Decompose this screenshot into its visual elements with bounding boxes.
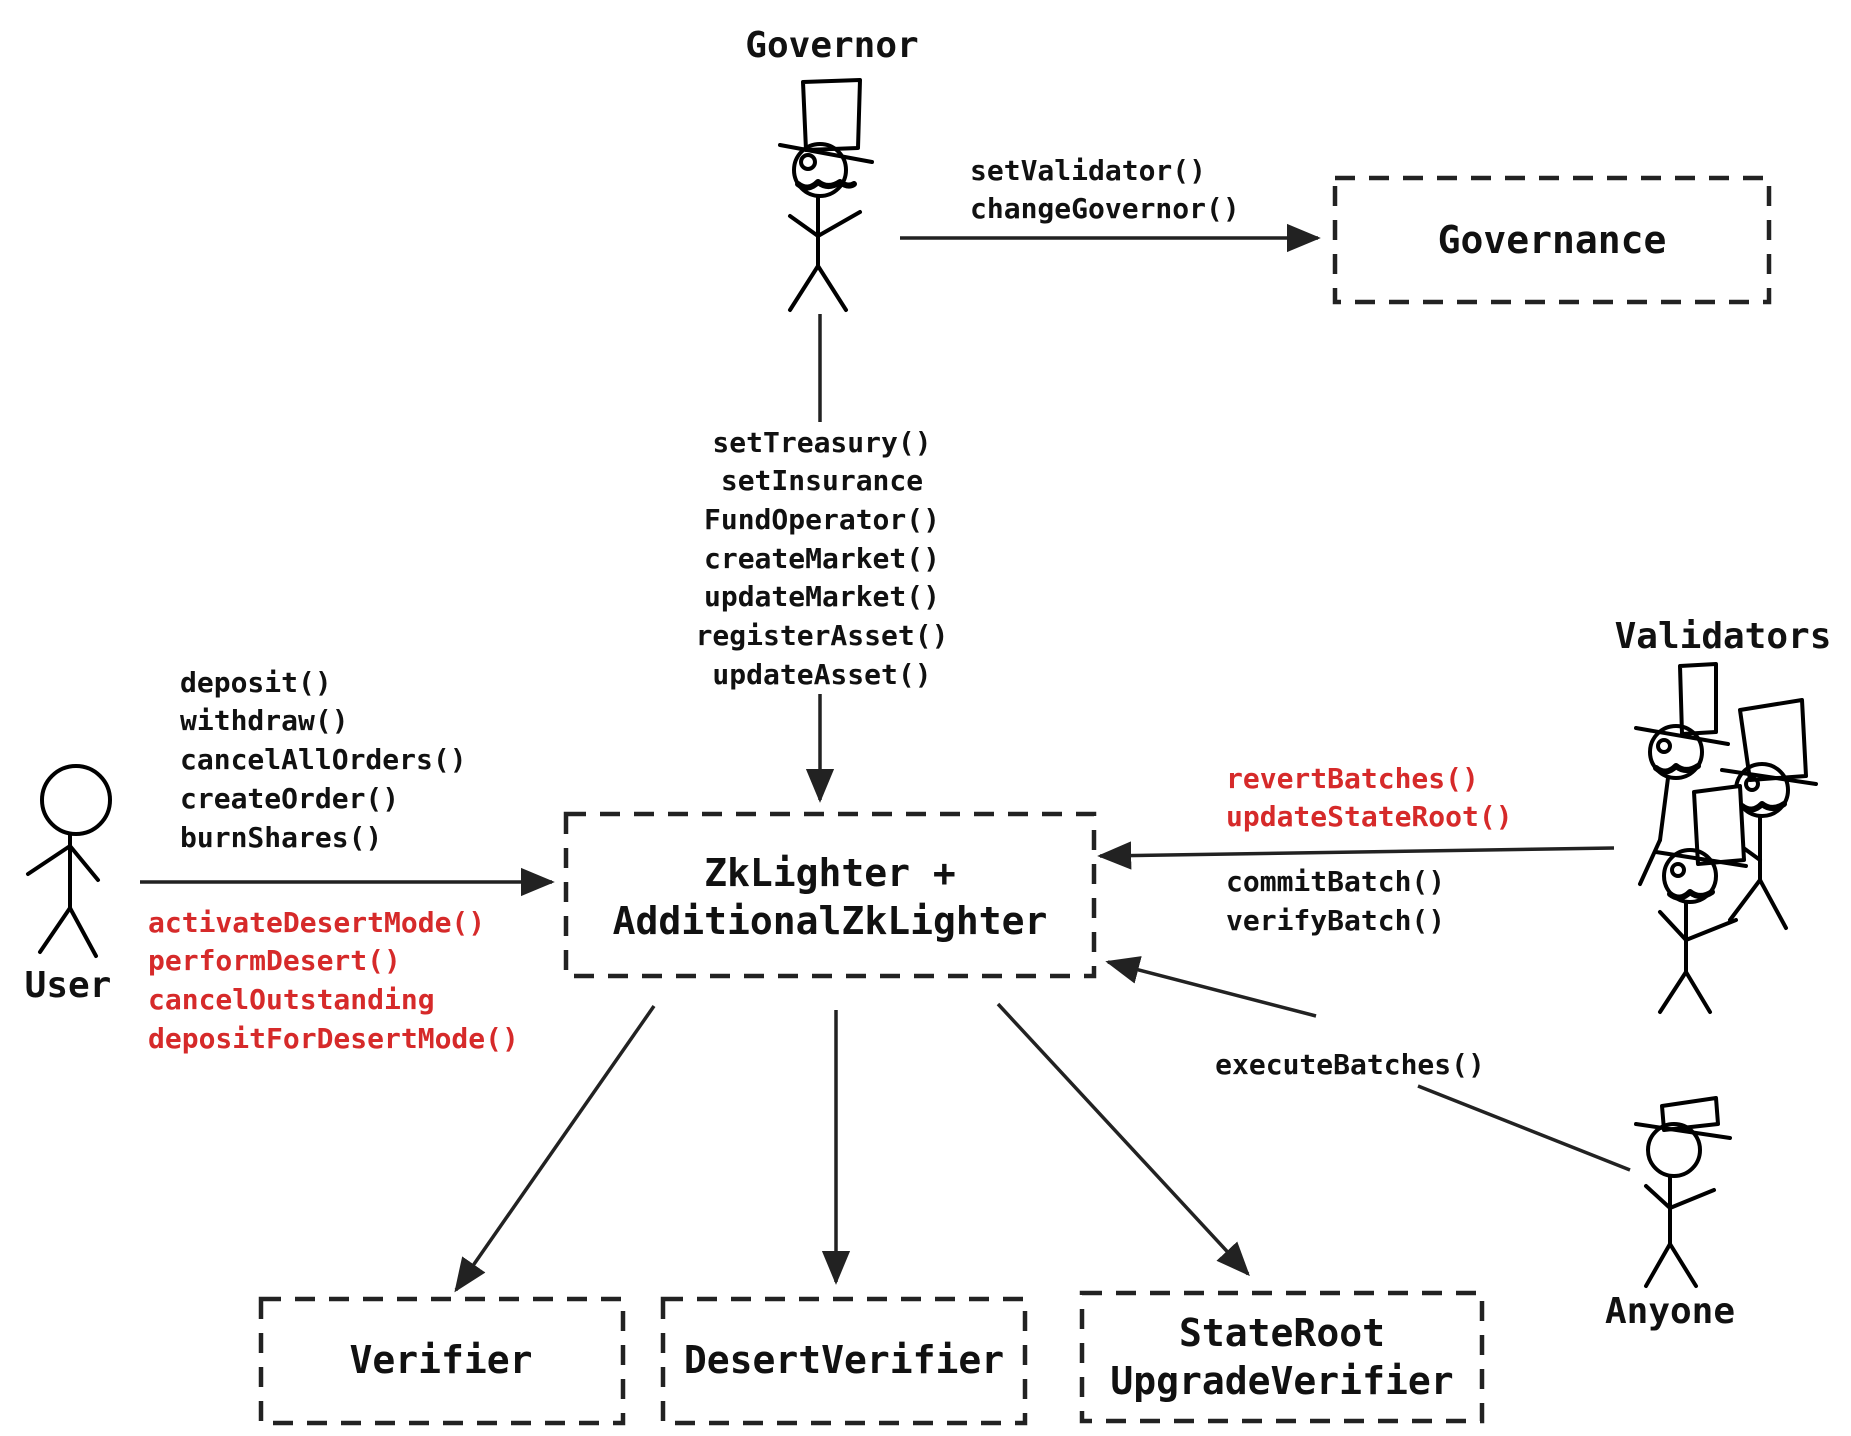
anyone-to-zklighter-line [1417, 1084, 1631, 1172]
edge-label-burnShares: burnShares() [180, 821, 382, 854]
governance-box [1332, 175, 1772, 305]
edge-label-updateStateRoot: updateStateRoot() [1226, 800, 1513, 833]
governor-function-list: setTreasury() setInsurance FundOperator(… [696, 426, 949, 691]
edge-label-setValidator: setValidator() [970, 154, 1206, 187]
edge-label-revertBatches: revertBatches() [1226, 762, 1479, 795]
edge-label-depositForDesertMode: depositForDesertMode() [148, 1022, 519, 1055]
edge-label-createMarket: createMarket() [704, 542, 940, 575]
edge-label-createOrder: createOrder() [180, 782, 399, 815]
validators-figures [1634, 662, 1818, 1014]
anyone-figure [1634, 1096, 1732, 1288]
governor-label: Governor [745, 25, 918, 66]
staterootverifier-box [1079, 1290, 1485, 1424]
edge-label-activateDesertMode: activateDesertMode() [148, 906, 485, 939]
edge-label-updateMarket: updateMarket() [704, 580, 940, 613]
zklighter-box-label-line2: AdditionalZkLighter [613, 899, 1048, 943]
edge-label-cancelAllOrders: cancelAllOrders() [180, 743, 467, 776]
validators-function-list: revertBatches() updateStateRoot() commit… [1226, 762, 1513, 937]
user-function-list: deposit() withdraw() cancelAllOrders() c… [148, 666, 519, 1055]
zklighter-box-label-line1: ZkLighter + [704, 851, 956, 895]
edge-label-deposit: deposit() [180, 666, 332, 699]
user-figure [26, 764, 112, 958]
validators-to-zklighter-arrow [1097, 841, 1615, 870]
desertverifier-box-label: DesertVerifier [684, 1338, 1004, 1382]
staterootverifier-box-label-line1: StateRoot [1179, 1311, 1385, 1355]
anyone-to-zklighter-arrow [1105, 956, 1317, 1018]
validators-label: Validators [1615, 616, 1832, 657]
edge-label-setInsurance: setInsurance [721, 464, 923, 497]
zklighter-to-staterootverifier-arrow [996, 1002, 1250, 1277]
edge-label-executeBatches: executeBatches() [1215, 1048, 1485, 1081]
desertverifier-box [660, 1296, 1028, 1426]
edge-label-performDesert: performDesert() [148, 944, 401, 977]
edge-label-updateAsset: updateAsset() [712, 658, 931, 691]
user-label: User [25, 965, 112, 1006]
edge-label-cancelOutstanding: cancelOutstanding [148, 983, 435, 1016]
anyone-label: Anyone [1605, 1291, 1735, 1332]
edge-label-changeGovernor: changeGovernor() [970, 192, 1240, 225]
staterootverifier-box-label-line2: UpgradeVerifier [1110, 1359, 1453, 1403]
edge-label-withdraw: withdraw() [180, 704, 349, 737]
zklighter-to-verifier-arrow [454, 1004, 656, 1293]
zklighter-box [563, 811, 1097, 979]
edge-label-verifyBatch: verifyBatch() [1226, 904, 1445, 937]
edge-label-commitBatch: commitBatch() [1226, 865, 1445, 898]
verifier-box [258, 1296, 626, 1426]
edge-label-setTreasury: setTreasury() [712, 426, 931, 459]
edge-label-FundOperator: FundOperator() [704, 503, 940, 536]
verifier-box-label: Verifier [349, 1338, 532, 1382]
edge-label-registerAsset: registerAsset() [696, 619, 949, 652]
governance-box-label: Governance [1438, 218, 1667, 262]
governor-figure [778, 78, 874, 312]
